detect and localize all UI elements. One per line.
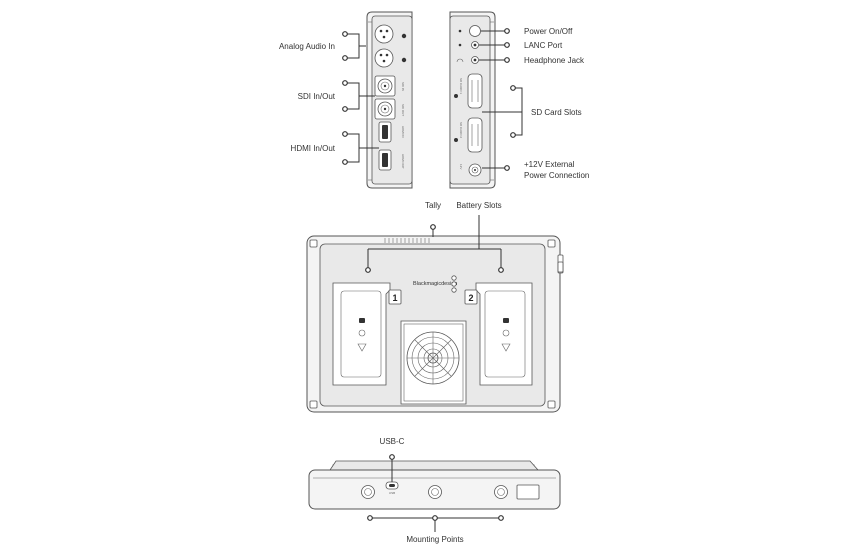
usb-c-port-icon — [385, 481, 399, 490]
xlr-latch-2-icon — [401, 57, 407, 63]
power-on-off-label: Power On/Off — [524, 27, 573, 36]
battery-slots-label: Battery Slots — [456, 201, 501, 210]
ext-power-label-line1: +12V External — [524, 160, 575, 169]
analog-audio-callout: Analog Audio In — [279, 31, 366, 61]
ext-power-label-line2: Power Connection — [524, 171, 589, 180]
brand-logo-text: Blackmagicdesign — [413, 281, 457, 287]
xlr-connector-1-icon — [374, 24, 394, 44]
sd-card-callout: SD Card Slots — [482, 85, 582, 138]
hdmi-in-mark: HDMI IN — [401, 126, 405, 138]
sd-card-2-mark: SD CARD 2 — [459, 122, 463, 138]
top-vent — [384, 238, 430, 243]
sd-card-slot-1-icon — [467, 73, 483, 109]
rear-view: 1 2 Blackmagicdesign — [306, 235, 564, 413]
battery-slot-1-number: 1 — [392, 293, 397, 303]
cooling-fan-icon — [400, 320, 467, 405]
xlr-connector-2-icon — [374, 48, 394, 68]
power-12v-mark: 12V — [459, 164, 463, 169]
hdmi-connector-2-icon — [378, 149, 392, 171]
analog-audio-in-label: Analog Audio In — [279, 42, 335, 51]
power-button-icon — [469, 25, 481, 37]
battery-slot-1: 1 — [332, 282, 402, 386]
battery-slot-2-number: 2 — [468, 293, 473, 303]
lanc-port-label: LANC Port — [524, 41, 563, 50]
sd-card-slot-2-icon — [467, 117, 483, 153]
lanc-callout: LANC Port — [479, 41, 563, 50]
usb-c-label: USB-C — [380, 437, 405, 446]
sdi-connector-2-icon — [374, 98, 396, 120]
hdmi-callout: HDMI In/Out — [291, 131, 379, 165]
ext-power-callout: +12V External Power Connection — [482, 160, 589, 180]
sdi-in-mark: SDI IN — [401, 82, 405, 91]
battery-slot-2: 2 — [464, 282, 533, 386]
brand-logo-icon — [451, 275, 457, 293]
left-side-view: SDI IN SDI OUT HDMI IN HDMI OUT — [366, 11, 413, 189]
tally-callout: Tally — [425, 201, 441, 237]
mounting-point-3-icon — [494, 485, 508, 499]
power-callout: Power On/Off — [481, 27, 573, 36]
usb-mark: USB — [389, 491, 395, 495]
sd-card-1-mark: SD CARD 1 — [459, 78, 463, 94]
sd-card-1-status-icon — [454, 94, 458, 98]
sdi-connector-1-icon — [374, 75, 396, 97]
hdmi-connector-1-icon — [378, 121, 392, 143]
xlr-latch-1-icon — [401, 33, 407, 39]
hdmi-out-mark: HDMI OUT — [401, 154, 405, 169]
mounting-point-1-icon — [361, 485, 375, 499]
sdi-out-mark: SDI OUT — [401, 104, 405, 116]
headphone-jack-label: Headphone Jack — [524, 56, 585, 65]
hdmi-in-out-label: HDMI In/Out — [291, 144, 336, 153]
battery-slots-callout: Battery Slots — [365, 201, 504, 273]
sdi-callout: SDI In/Out — [298, 80, 375, 112]
lanc-mark-icon — [458, 43, 462, 47]
right-side-view: SD CARD 1 SD CARD 2 12V — [449, 11, 496, 189]
sdi-in-out-label: SDI In/Out — [298, 92, 336, 101]
mounting-points-callout: Mounting Points — [367, 515, 504, 544]
tally-label: Tally — [425, 201, 441, 210]
headphone-callout: Headphone Jack — [479, 56, 585, 65]
mounting-points-label: Mounting Points — [406, 535, 463, 544]
sd-card-2-status-icon — [454, 138, 458, 142]
usb-c-callout: USB-C — [380, 437, 405, 482]
rating-plate — [516, 484, 540, 500]
power-led-icon — [458, 29, 462, 33]
mounting-point-2-icon — [428, 485, 442, 499]
bottom-view: USB — [308, 460, 561, 510]
headphone-mark-icon — [456, 58, 464, 63]
sd-card-slots-label: SD Card Slots — [531, 108, 582, 117]
